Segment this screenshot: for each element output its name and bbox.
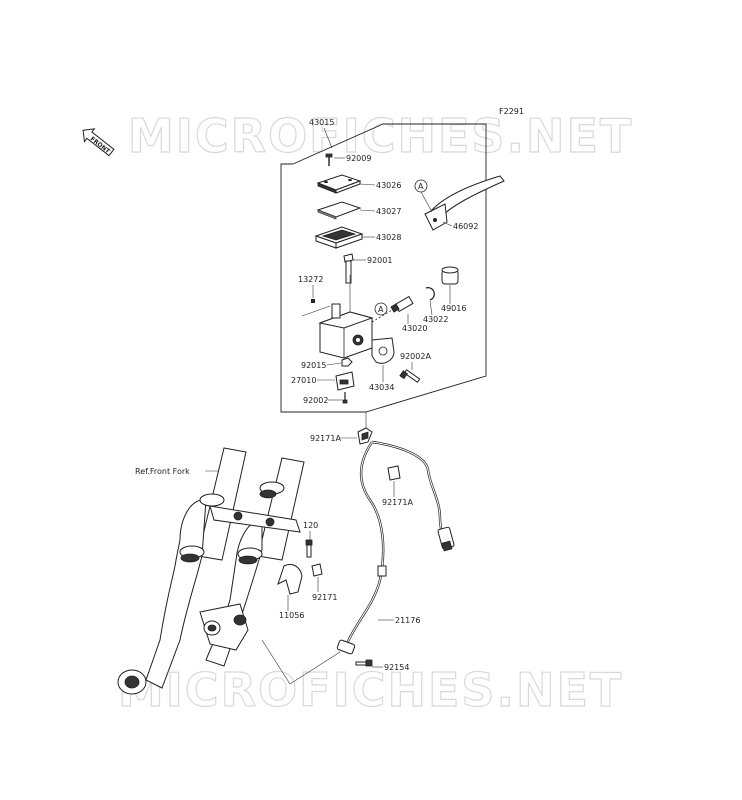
callout-a-body-letter: A: [378, 305, 384, 314]
watermark-bottom: MICROFICHES.NET: [118, 663, 623, 717]
bracket-11056: [277, 563, 303, 595]
part-label-43020: 43020: [402, 324, 427, 333]
bolt-92001: [343, 253, 354, 284]
nut-92015: [341, 357, 353, 367]
part-label-46092: 46092: [453, 222, 478, 231]
part-label-43034: 43034: [369, 383, 394, 392]
part-label-43022: 43022: [423, 315, 448, 324]
part-label-13272: 13272: [298, 275, 323, 284]
part-label-43015: 43015: [309, 118, 334, 127]
clamp-92171A-top: [357, 427, 373, 445]
part-label-43028: 43028: [376, 233, 401, 242]
bolt-92002A: [399, 369, 421, 383]
screw-92009: [325, 153, 333, 166]
part-label-43026: 43026: [376, 181, 401, 190]
clamp-43034: [371, 337, 395, 364]
diaphragm-43028: [314, 226, 364, 249]
part-label-21176: 21176: [395, 616, 420, 625]
front-fork: [117, 447, 305, 695]
part-label-92171A-top: 92171A: [310, 434, 341, 443]
ref-front-fork-label: Ref.Front Fork: [135, 467, 190, 476]
hose-grommet: [377, 565, 387, 577]
boot-49016: [441, 266, 459, 285]
part-label-92154: 92154: [384, 663, 409, 672]
cap-43026: [316, 174, 362, 194]
part-label-92171A-side: 92171A: [382, 498, 413, 507]
part-label-92009: 92009: [346, 154, 371, 163]
hose-fitting-lower: [336, 639, 356, 655]
assembly-frame: [280, 123, 487, 413]
plate-43027: [316, 201, 362, 220]
part-label-92171: 92171: [312, 593, 337, 602]
pin-13272: [311, 299, 315, 303]
part-label-92002: 92002: [303, 396, 328, 405]
part-label-92002A: 92002A: [400, 352, 431, 361]
part-label-11056: 11056: [279, 611, 304, 620]
screw-92002: [342, 392, 348, 404]
bolt-120: [305, 539, 313, 558]
clamp-92171: [311, 563, 323, 577]
callout-a-body: [374, 302, 388, 316]
part-label-120: 120: [303, 521, 318, 530]
front-arrow-icon: FRONT: [82, 128, 115, 157]
clamp-92171A-side: [387, 465, 401, 481]
bolt-92154: [355, 659, 373, 667]
part-label-92001: 92001: [367, 256, 392, 265]
piston-43020: [371, 295, 414, 323]
diagram-code: F2291: [499, 107, 524, 116]
part-label-43027: 43027: [376, 207, 401, 216]
lever-46092: [424, 175, 505, 231]
master-cylinder-body: [318, 303, 374, 359]
hose-fitting-upper: [437, 526, 455, 552]
clip-43022: [425, 287, 435, 301]
callout-a-lever-letter: A: [418, 182, 424, 191]
part-label-27010: 27010: [291, 376, 316, 385]
switch-27010: [335, 371, 355, 391]
watermark-top: MICROFICHES.NET: [128, 109, 633, 163]
part-label-92015: 92015: [301, 361, 326, 370]
part-label-49016: 49016: [441, 304, 466, 313]
